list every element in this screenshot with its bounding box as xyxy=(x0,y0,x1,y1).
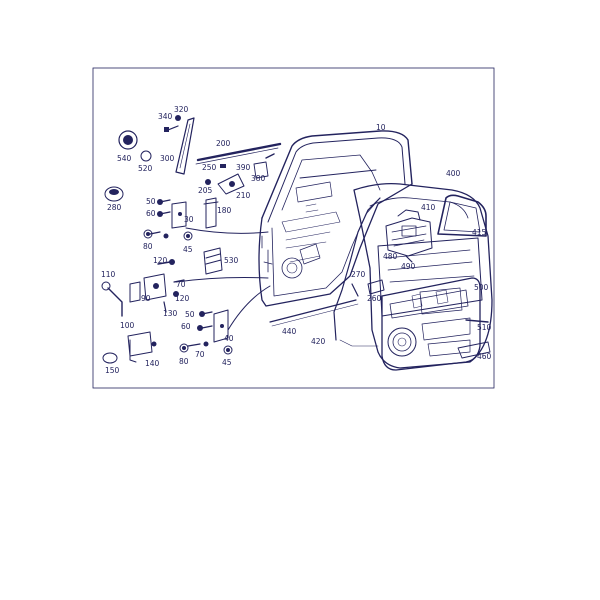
part-label: 420 xyxy=(311,337,326,346)
part-label: 280 xyxy=(107,203,122,212)
part-label: 460 xyxy=(477,352,492,361)
part-540 xyxy=(118,130,138,150)
diagram-frame xyxy=(92,67,495,389)
part-420 xyxy=(333,197,381,341)
part-label: 30 xyxy=(184,215,194,224)
lower-hinge-group xyxy=(101,273,185,364)
part-label: 415 xyxy=(472,228,487,237)
part-label: 320 xyxy=(174,105,189,114)
part-label: 480 xyxy=(383,252,398,261)
part-label: 10 xyxy=(376,123,386,132)
part-520 xyxy=(140,150,152,162)
part-270 xyxy=(351,283,359,297)
part-label: 510 xyxy=(477,323,492,332)
part-label: 400 xyxy=(446,169,461,178)
part-label: 70 xyxy=(195,350,205,359)
connector-lines xyxy=(175,227,273,331)
part-label: 490 xyxy=(401,262,416,271)
part-label: 390 xyxy=(236,163,251,172)
part-label: 90 xyxy=(141,294,151,303)
lower-hinge-right-group xyxy=(179,309,233,355)
part-label: 45 xyxy=(222,358,232,367)
part-label: 40 xyxy=(224,334,234,343)
upper-hinge-group xyxy=(143,199,193,241)
part-label: 250 xyxy=(202,163,217,172)
part-label: 120 xyxy=(153,256,168,265)
part-label: 50 xyxy=(185,310,195,319)
door-shell xyxy=(258,130,413,307)
inner-trim-panel xyxy=(381,277,481,371)
window-regulator xyxy=(385,209,433,257)
part-label: 300 xyxy=(160,154,175,163)
part-label: 60 xyxy=(181,322,191,331)
part-180 xyxy=(203,197,219,229)
part-530 xyxy=(203,247,223,275)
part-label: 50 xyxy=(146,197,156,206)
part-label: 410 xyxy=(421,203,436,212)
part-label: 140 xyxy=(145,359,160,368)
part-205 xyxy=(205,179,211,185)
part-label: 120 xyxy=(175,294,190,303)
part-label: 110 xyxy=(101,270,116,279)
part-label: 80 xyxy=(143,242,153,251)
part-label: 520 xyxy=(138,164,153,173)
door-outer-panel xyxy=(353,182,493,369)
part-120 xyxy=(157,261,171,265)
part-260 xyxy=(367,279,385,295)
part-490 xyxy=(405,255,413,263)
part-label: 260 xyxy=(367,294,382,303)
part-label: 270 xyxy=(351,270,366,279)
part-label: 500 xyxy=(474,283,489,292)
part-label: 150 xyxy=(105,366,120,375)
part-300 xyxy=(175,117,195,175)
part-label: 210 xyxy=(236,191,251,200)
part-label: 200 xyxy=(216,139,231,148)
part-510 xyxy=(465,319,489,323)
part-460 xyxy=(457,341,491,359)
part-label: 540 xyxy=(117,154,132,163)
part-390 xyxy=(265,153,275,159)
part-label: 205 xyxy=(198,186,213,195)
part-340 xyxy=(164,125,179,132)
part-label: 60 xyxy=(146,209,156,218)
part-label: 340 xyxy=(158,112,173,121)
part-280 xyxy=(104,186,124,202)
part-label: 180 xyxy=(217,206,232,215)
part-320 xyxy=(175,115,181,121)
part-label: 130 xyxy=(163,309,178,318)
part-440 xyxy=(269,299,357,323)
part-label: 380 xyxy=(251,174,266,183)
part-label: 100 xyxy=(120,321,135,330)
part-200 xyxy=(196,142,282,162)
part-210 xyxy=(217,173,245,195)
part-250 xyxy=(220,164,226,168)
window-frame-415 xyxy=(437,194,487,237)
part-label: 45 xyxy=(183,245,193,254)
part-380 xyxy=(253,161,269,179)
part-label: 440 xyxy=(282,327,297,336)
part-label: 530 xyxy=(224,256,239,265)
part-label: 80 xyxy=(179,357,189,366)
part-label: 70 xyxy=(176,280,186,289)
